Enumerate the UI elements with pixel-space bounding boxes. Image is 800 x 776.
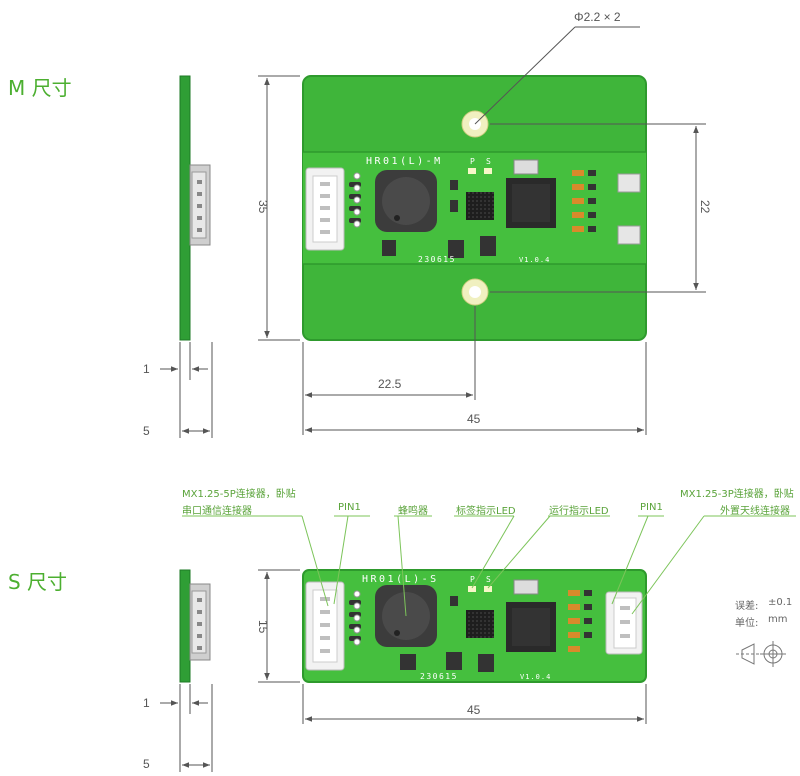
m-size-title: M 尺寸 [8, 76, 72, 100]
s-width-dimension: 45 [467, 703, 481, 717]
m-width-dimension: 45 [467, 412, 481, 426]
s-size-title: S 尺寸 [8, 570, 68, 594]
callout-pin1-left: PIN1 [338, 502, 361, 513]
unit-label: 单位: [735, 618, 759, 629]
m-led-label-s: S [486, 157, 491, 166]
m-silkscreen-model: HR01(L)-M [366, 156, 443, 167]
unit-value: mm [768, 614, 788, 625]
callout-uart-connector-spec: MX1.25-5P连接器，卧贴 [182, 489, 296, 500]
m-pcb-board: HR01(L)-M P S 230615 V1.0.4 [302, 75, 647, 341]
callout-uart-connector-desc: 串口通信连接器 [182, 506, 252, 517]
m-date-code: 230615 [418, 255, 456, 264]
s-side-depth-dimension: 5 [143, 757, 150, 771]
s-silkscreen-model: HR01(L)-S [362, 574, 439, 585]
hole-dimension: Φ2.2 × 2 [574, 10, 621, 24]
m-version: V1.0.4 [519, 256, 550, 264]
callout-buzzer: 蜂鸣器 [398, 506, 428, 517]
tolerance-value: ±0.1 [768, 597, 793, 608]
callout-pin1-right: PIN1 [640, 502, 663, 513]
projection-symbol-icon [736, 641, 786, 667]
m-height-dimension: 35 [256, 200, 270, 214]
s-led-label-p: P [470, 575, 475, 584]
callout-tag-led: 标签指示LED [456, 506, 516, 517]
m-side-view [179, 75, 211, 341]
s-side-view [179, 569, 211, 683]
m-hole-spacing-dimension: 22 [698, 200, 712, 214]
s-height-dimension: 15 [256, 620, 270, 634]
s-led-label-s: S [486, 575, 491, 584]
tolerance-label: 误差: [735, 601, 759, 612]
callout-antenna-connector-spec: MX1.25-3P连接器，卧贴 [680, 489, 794, 500]
m-half-width-dimension: 22.5 [378, 377, 402, 391]
m-led-label-p: P [470, 157, 475, 166]
s-pcb-board: HR01(L)-S P S 230615 V1.0.4 [302, 569, 647, 683]
s-date-code: 230615 [420, 672, 458, 681]
m-side-thickness-dimension: 1 [143, 362, 150, 376]
callout-antenna-connector-desc: 外置天线连接器 [720, 506, 790, 517]
m-side-depth-dimension: 5 [143, 424, 150, 438]
callout-run-led: 运行指示LED [549, 506, 609, 517]
s-version: V1.0.4 [520, 673, 551, 681]
s-side-thickness-dimension: 1 [143, 696, 150, 710]
